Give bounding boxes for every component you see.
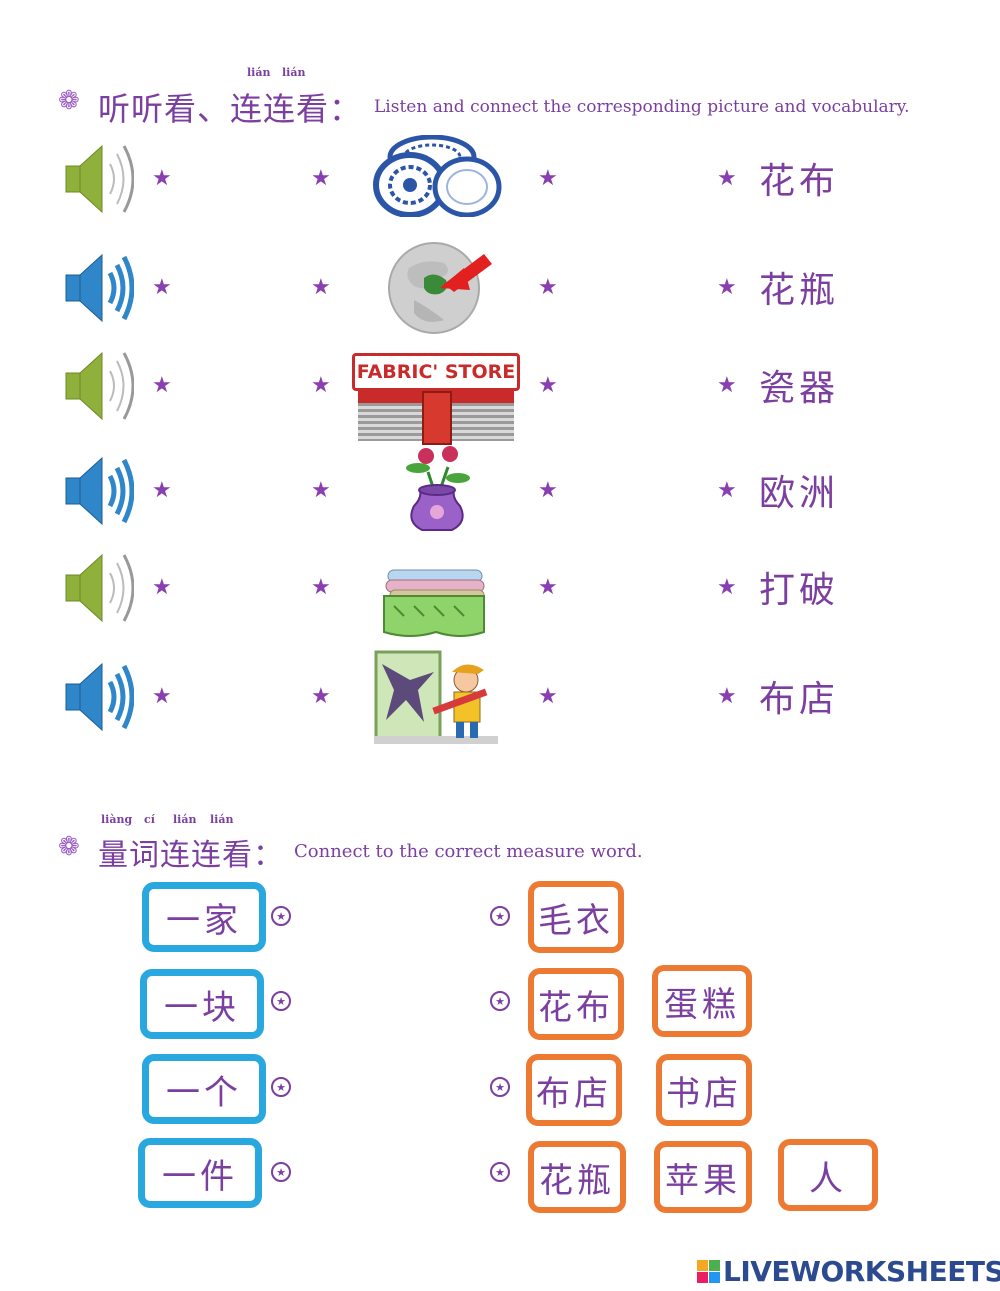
connect-dot[interactable]: ★: [271, 906, 291, 926]
connect-star-icon[interactable]: ★: [311, 684, 331, 709]
pinyin-lian-3: lián: [173, 813, 197, 826]
connect-star-icon[interactable]: ★: [538, 684, 558, 709]
porcelain-plates-image[interactable]: [372, 135, 502, 217]
store-sign: FABRIC' STORE: [356, 361, 516, 383]
noun-box[interactable]: 蛋糕: [652, 965, 752, 1037]
logo-grid-icon: [697, 1260, 720, 1283]
pinyin-lian-2: lián: [282, 66, 306, 79]
vocab-word[interactable]: 花布: [759, 161, 840, 202]
measure-word-label: 一个: [166, 1072, 242, 1113]
connect-dot[interactable]: ★: [271, 991, 291, 1011]
connect-star-icon[interactable]: ★: [152, 575, 172, 600]
connect-star-icon[interactable]: ★: [152, 684, 172, 709]
connect-star-icon[interactable]: ★: [717, 684, 737, 709]
measure-word-box[interactable]: 一件: [138, 1138, 262, 1208]
globe-europe-image[interactable]: [384, 238, 518, 334]
noun-box[interactable]: 苹果: [654, 1141, 752, 1213]
speaker-icon[interactable]: [64, 251, 134, 325]
noun-box[interactable]: 书店: [656, 1054, 752, 1126]
connect-dot[interactable]: ★: [490, 1162, 510, 1182]
logo-text: LIVEWORKSHEETS: [723, 1255, 1000, 1288]
pinyin-liang: liàng: [101, 813, 133, 826]
speaker-icon[interactable]: [64, 142, 134, 216]
connect-star-icon[interactable]: ★: [152, 478, 172, 503]
connect-dot[interactable]: ★: [271, 1162, 291, 1182]
connect-star-icon[interactable]: ★: [311, 575, 331, 600]
measure-word-label: 一家: [166, 900, 242, 941]
noun-box[interactable]: 毛衣: [528, 881, 624, 953]
connect-dot[interactable]: ★: [490, 1077, 510, 1097]
connect-dot[interactable]: ★: [490, 991, 510, 1011]
liveworksheets-logo[interactable]: LIVEWORKSHEETS: [697, 1255, 1000, 1288]
measure-word-box[interactable]: 一块: [140, 969, 264, 1039]
connect-star-icon[interactable]: ★: [717, 373, 737, 398]
noun-label: 花瓶: [539, 1160, 615, 1201]
noun-label: 蛋糕: [664, 984, 740, 1025]
connect-star-icon[interactable]: ★: [152, 275, 172, 300]
speaker-icon[interactable]: [64, 349, 134, 423]
connect-star-icon[interactable]: ★: [717, 478, 737, 503]
broken-window-image[interactable]: [374, 650, 498, 746]
connect-star-icon[interactable]: ★: [152, 166, 172, 191]
pinyin-ci: cí: [144, 813, 155, 826]
noun-label: 布店: [536, 1073, 612, 1114]
noun-label: 苹果: [665, 1160, 741, 1201]
speaker-icon[interactable]: [64, 660, 134, 734]
vocab-word[interactable]: 布店: [759, 679, 840, 720]
section1-title-cn: 听听看、连连看：: [98, 90, 363, 128]
noun-box[interactable]: 花瓶: [528, 1141, 626, 1213]
connect-star-icon[interactable]: ★: [717, 166, 737, 191]
connect-star-icon[interactable]: ★: [538, 478, 558, 503]
noun-box[interactable]: 花布: [528, 968, 624, 1040]
vocab-word[interactable]: 欧洲: [759, 473, 840, 514]
vocab-word[interactable]: 花瓶: [759, 270, 840, 311]
connect-star-icon[interactable]: ★: [311, 166, 331, 191]
speaker-icon[interactable]: [64, 551, 134, 625]
measure-word-label: 一块: [164, 987, 240, 1028]
noun-label: 人: [809, 1158, 847, 1199]
noun-label: 毛衣: [538, 900, 614, 941]
fabric-rolls-image[interactable]: [380, 566, 494, 640]
measure-word-box[interactable]: 一家: [142, 882, 266, 952]
flower-bullet-icon: ❁: [58, 86, 80, 116]
section2-title-cn: 量词连连看：: [98, 838, 284, 873]
speaker-icon[interactable]: [64, 454, 134, 528]
section1-title-en: Listen and connect the corresponding pic…: [374, 97, 910, 117]
noun-label: 书店: [666, 1073, 742, 1114]
noun-label: 花布: [538, 987, 614, 1028]
connect-star-icon[interactable]: ★: [311, 373, 331, 398]
vocab-word[interactable]: 瓷器: [759, 368, 840, 409]
connect-star-icon[interactable]: ★: [717, 575, 737, 600]
pinyin-lian-1: lián: [247, 66, 271, 79]
flower-vase-image[interactable]: [400, 442, 474, 534]
measure-word-box[interactable]: 一个: [142, 1054, 266, 1124]
flower-bullet-icon: ❁: [58, 832, 80, 862]
connect-dot[interactable]: ★: [271, 1077, 291, 1097]
measure-word-label: 一件: [162, 1156, 238, 1197]
connect-star-icon[interactable]: ★: [538, 275, 558, 300]
fabric-store-image[interactable]: FABRIC' STORE: [352, 345, 520, 445]
connect-star-icon[interactable]: ★: [538, 166, 558, 191]
connect-star-icon[interactable]: ★: [538, 575, 558, 600]
connect-star-icon[interactable]: ★: [717, 275, 737, 300]
noun-box[interactable]: 布店: [526, 1054, 622, 1126]
connect-star-icon[interactable]: ★: [538, 373, 558, 398]
noun-box[interactable]: 人: [778, 1139, 878, 1211]
section2-title-en: Connect to the correct measure word.: [294, 841, 643, 862]
pinyin-lian-4: lián: [210, 813, 234, 826]
connect-star-icon[interactable]: ★: [311, 478, 331, 503]
connect-star-icon[interactable]: ★: [311, 275, 331, 300]
connect-star-icon[interactable]: ★: [152, 373, 172, 398]
vocab-word[interactable]: 打破: [759, 570, 840, 611]
connect-dot[interactable]: ★: [490, 906, 510, 926]
